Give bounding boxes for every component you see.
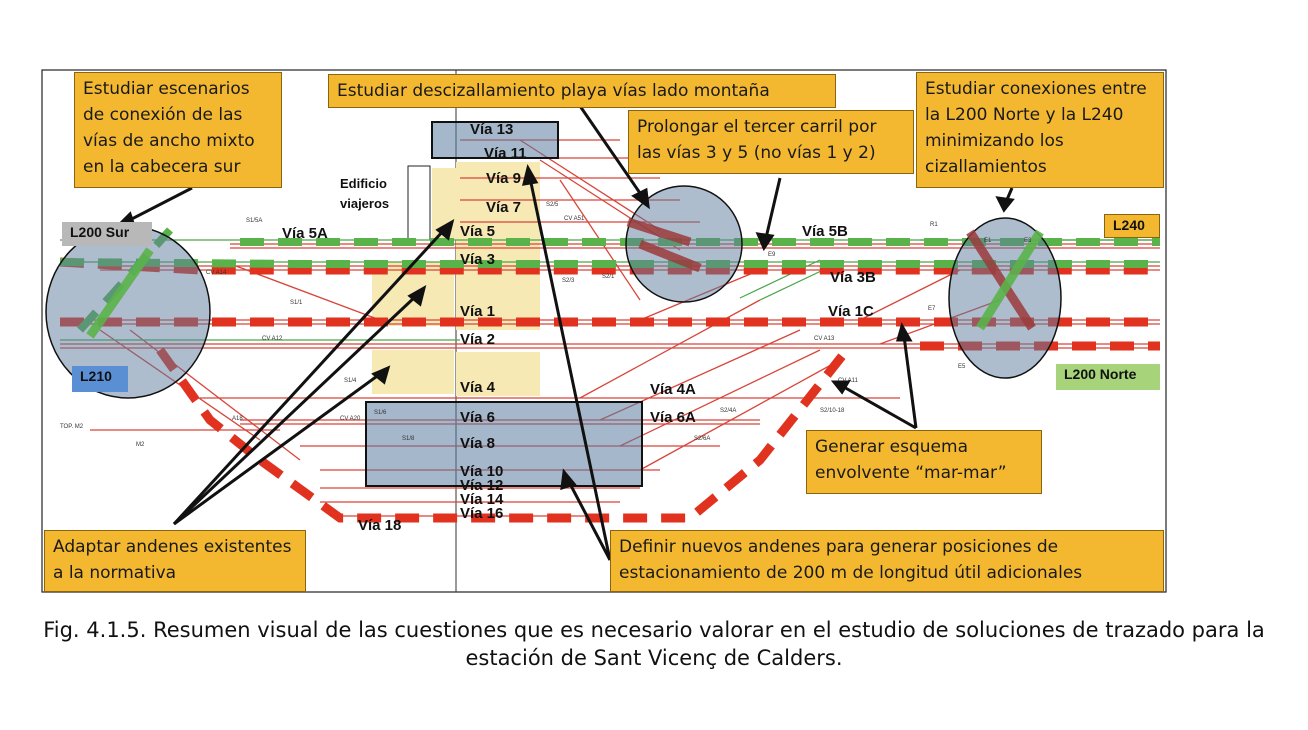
signal-label: S1/5A [246,218,262,224]
signal-label: R1 [930,222,938,228]
signal-label: S1/4 [344,378,357,384]
signal-label: M2 [136,442,145,448]
signal-label: S2/4A [720,408,736,414]
callout-nuevos-andenes: Definir nuevos andenes para generar posi… [610,530,1164,592]
signal-label: CV A12 [262,336,283,342]
figure-caption: Fig. 4.1.5. Resumen visual de las cuesti… [43,618,1265,670]
track-label-via18: Vía 18 [358,517,401,534]
signal-label: E9 [768,252,776,258]
signal-label: CV A20 [340,416,361,422]
label-l240: L240 [1104,214,1160,238]
signal-label: A18 [232,416,243,422]
signal-label: CV A51 [564,216,585,222]
track-label-via12: Vía 12 [460,477,503,494]
callout-tercer-carril: Prolongar el tercer carril por las vías … [628,110,914,174]
track-label-via4: Vía 4 [460,379,496,396]
callout-cabecera-sur: Estudiar escenarios de conexión de las v… [74,72,282,188]
signal-label: S1/6 [374,410,387,416]
callout-adaptar-andenes: Adaptar andenes existentes a la normativ… [44,530,306,592]
signal-label: S1/1 [290,300,303,306]
signal-label: S2/10-18 [820,408,845,414]
signal-label: E1 [984,238,992,244]
track-label-via11: Vía 11 [484,145,527,162]
circle-conexiones-norte [948,217,1062,379]
signal-label: S2/5 [546,202,559,208]
track-label-via16: Vía 16 [460,505,503,522]
signal-label: E5 [958,364,966,370]
track-label-via3: Vía 3 [460,251,495,268]
signal-label: E3 [1024,238,1032,244]
signal-label: E7 [928,306,936,312]
track-label-via6: Vía 6 [460,409,495,426]
callout-mar-mar: Generar esquema envolvente “mar-mar” [806,430,1042,494]
track-label-via10: Vía 10 [460,463,503,480]
track-label-via5b: Vía 5B [802,223,848,240]
signal-label: CV A13 [814,336,835,342]
platform-4b [456,352,540,396]
signal-label: TOP. M2 [60,424,84,430]
track-label-via4a: Vía 4A [650,381,696,398]
label-l210: L210 [72,366,128,392]
block-via13-11 [431,121,559,159]
track-label-via5: Vía 5 [460,223,495,240]
label-l200-norte: L200 Norte [1056,364,1160,390]
callout-descizallamiento: Estudiar descizallamiento playa vías lad… [328,74,836,108]
track-label-via7: Vía 7 [486,199,521,216]
callout-arrows [111,105,1015,561]
signal-label: S1/8 [402,436,415,442]
circle-cabecera-sur [45,225,211,399]
track-label-via5a: Vía 5A [282,225,328,242]
signal-label: S2/1 [602,274,615,280]
track-label-via2: Vía 2 [460,331,495,348]
track-label-via8: Vía 8 [460,435,495,452]
building-label: Edificio viajeros [340,176,390,211]
signal-label: S2/3 [562,278,575,284]
signal-label: S2/6A [694,436,710,442]
track-label-via3b: Vía 3B [830,269,876,286]
track-label-via6a: Vía 6A [650,409,696,426]
block-via6-10 [365,401,643,487]
track-label-via1: Vía 1 [460,303,495,320]
track-label-via1c: Vía 1C [828,303,874,320]
x-marks [86,217,1044,339]
track-label-via13: Vía 13 [470,121,513,138]
callout-conexiones: Estudiar conexiones entre la L200 Norte … [916,72,1164,188]
signal-label: CV A14 [206,270,227,276]
track-label-via14: Vía 14 [460,491,504,508]
building-outline [407,165,431,241]
label-l200-sur: L200 Sur [62,222,152,246]
track-label-via9: Vía 9 [486,170,521,187]
